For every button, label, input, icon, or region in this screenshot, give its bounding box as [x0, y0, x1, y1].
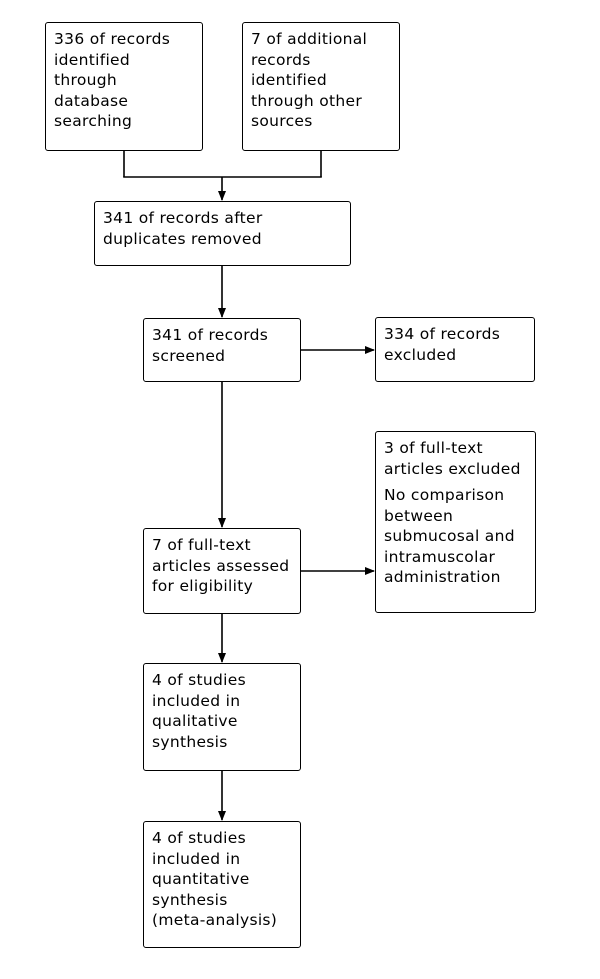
box-text-line: sources [251, 112, 313, 130]
box-text-line: articles assessed [152, 556, 290, 575]
box-text-line: 7 of additional [251, 30, 368, 48]
additional-records-box: 7 of additional records identified throu… [242, 22, 400, 151]
box-text-line: 336 of records [54, 30, 171, 48]
box-text-line: 4 of studies [152, 671, 246, 689]
after-duplicates-box: 341 of records after duplicates removed [94, 201, 351, 266]
exclusion-reason-line: submucosal and [384, 527, 515, 545]
box-text-line: (meta-analysis) [152, 911, 278, 929]
box-text-line: 3 of full-text [384, 439, 483, 457]
box-text-line: duplicates removed [103, 229, 262, 248]
exclusion-reason-line: administration [384, 568, 501, 586]
box-text-line: excluded [384, 345, 457, 364]
box-text-line: database [54, 91, 129, 110]
exclusion-reason-line: intramuscolar [384, 547, 496, 566]
box-text-line: records [251, 50, 311, 69]
box-text-line: synthesis [152, 890, 228, 909]
box-text-line: through other [251, 91, 363, 110]
quantitative-synthesis-box: 4 of studies included in quantitative sy… [143, 821, 301, 948]
box-text-line: identified [251, 71, 328, 89]
box-text-line: included in [152, 691, 241, 710]
qualitative-synthesis-box: 4 of studies included in qualitative syn… [143, 663, 301, 771]
fulltext-assessed-box: 7 of full-text articles assessed for eli… [143, 528, 301, 614]
box-text-line: 341 of records after [103, 209, 263, 227]
box-text-line: synthesis [152, 732, 228, 751]
box-text-line: included in [152, 849, 241, 868]
records-screened-box: 341 of records screened [143, 318, 301, 382]
box-text-line: for eligibility [152, 577, 254, 595]
box-text-line: 334 of records [384, 325, 501, 343]
fulltext-excluded-box: 3 of full-text articles excluded No comp… [375, 431, 536, 613]
exclusion-reason-line: between [384, 506, 454, 525]
database-records-box: 336 of records identified through databa… [45, 22, 203, 151]
box-text-line: 341 of records [152, 326, 269, 344]
box-text-line: 7 of full-text [152, 536, 251, 554]
exclusion-reason-line: No comparison [384, 486, 505, 504]
records-excluded-box: 334 of records excluded [375, 317, 535, 382]
box-text-line: 4 of studies [152, 829, 246, 847]
box-text-line: identified [54, 50, 131, 69]
box-text-line: searching [54, 112, 133, 130]
box-text-line: quantitative [152, 870, 250, 888]
box-text-line: qualitative [152, 712, 238, 730]
box-text-line: through [54, 71, 118, 89]
box-text-line: articles excluded [384, 459, 521, 478]
box-text-line: screened [152, 346, 226, 365]
